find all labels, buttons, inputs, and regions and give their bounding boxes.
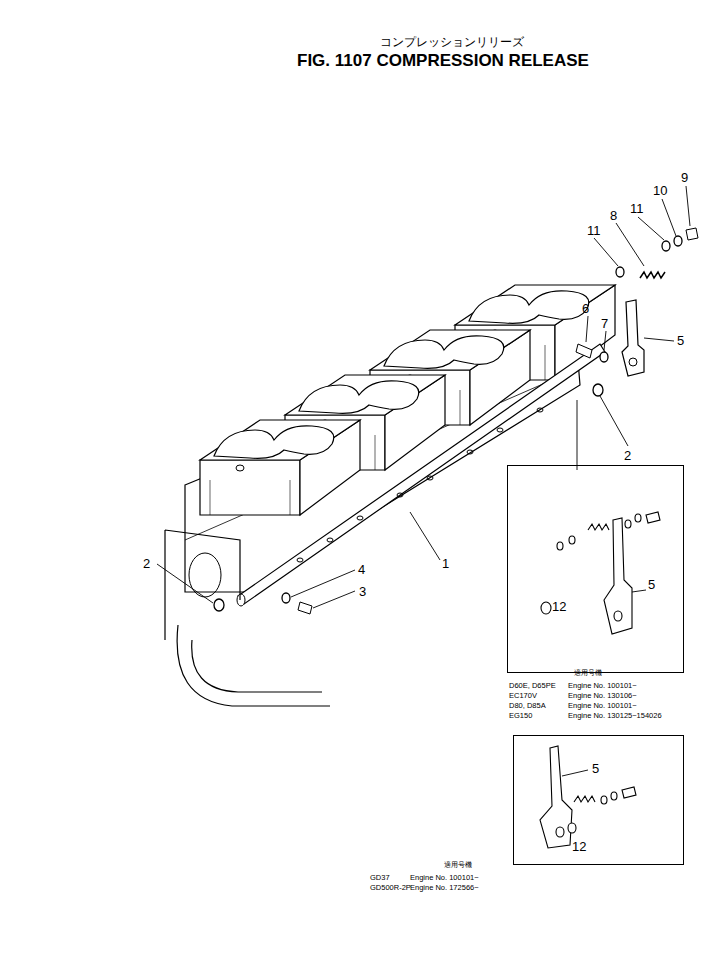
callout-number: 8 (610, 209, 617, 222)
callout-number: 5 (677, 334, 684, 347)
serial-range: Engine No. 100101~ (410, 874, 479, 882)
inset-frame: 5 12 (513, 735, 684, 865)
model-name: D80, D85A (509, 702, 546, 710)
callout-number: 11 (587, 224, 601, 237)
serial-range: Engine No. 130125~154026 (568, 712, 662, 720)
model-name: EG150 (509, 712, 532, 720)
japanese-title: コンプレッションリリーズ (380, 36, 524, 48)
callout-number: 10 (653, 184, 667, 197)
callout-number: 5 (592, 762, 599, 775)
serial-range: Engine No. 172566~ (410, 884, 479, 892)
inset-frame: 5 12 (507, 465, 684, 673)
callout-number: 7 (601, 317, 608, 330)
model-name: GD37 (370, 874, 390, 882)
table-header: 適用号機 (444, 862, 472, 869)
serial-range: Engine No. 130106~ (568, 692, 637, 700)
callout-number: 5 (648, 578, 655, 591)
callout-number: 1 (442, 557, 449, 570)
figure-title: FIG. 1107 COMPRESSION RELEASE (297, 52, 589, 69)
model-name: D60E, D65PE (509, 682, 556, 690)
callout-number: 3 (359, 585, 366, 598)
callout-number: 6 (582, 302, 589, 315)
callout-number: 11 (630, 202, 644, 215)
callout-number: 2 (143, 557, 150, 570)
serial-range: Engine No. 100101~ (568, 702, 637, 710)
model-name: EC170V (509, 692, 537, 700)
callout-number: 9 (681, 171, 688, 184)
callout-number: 12 (552, 600, 566, 613)
serial-range: Engine No. 100101~ (568, 682, 637, 690)
table-header: 適用号機 (574, 670, 602, 677)
callout-number: 2 (624, 449, 631, 462)
callout-number: 12 (572, 840, 586, 853)
callout-number: 4 (358, 563, 365, 576)
model-name: GD500R-2P (370, 884, 411, 892)
